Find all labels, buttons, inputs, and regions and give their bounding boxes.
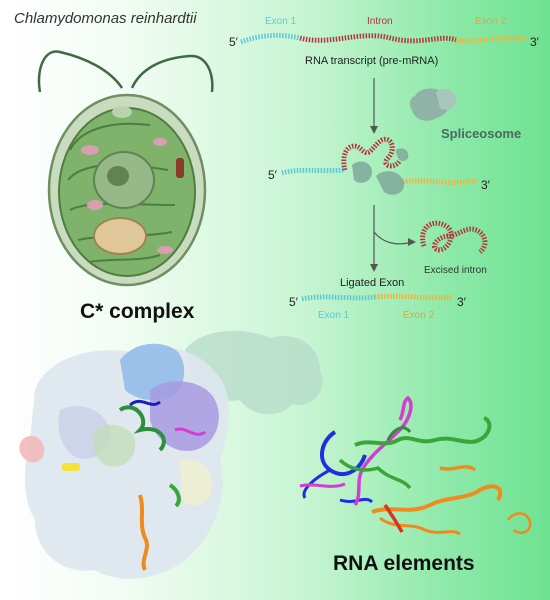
rna-element-red	[383, 503, 404, 533]
basal-body	[112, 106, 132, 118]
rna-green-core	[118, 405, 166, 452]
spliceosome-label: Spliceosome	[441, 126, 522, 141]
rna-elements-structure	[299, 395, 532, 536]
exon2-segment-mid	[399, 177, 479, 185]
rna-element-orange-1	[371, 484, 503, 514]
complex-subunit-green	[92, 424, 136, 467]
rna-element-magenta-2	[299, 482, 346, 488]
five-prime-top: 5′	[229, 35, 238, 49]
rna-elements-title: RNA elements	[333, 552, 475, 575]
rna-element-magenta-1	[353, 395, 413, 506]
five-prime-bottom: 5′	[289, 295, 298, 309]
mitochondrion-2	[153, 138, 167, 146]
arrowhead-1	[370, 126, 378, 134]
chlamydomonas-cell-illustration	[37, 50, 214, 287]
cstar-complex-structure	[19, 330, 323, 579]
complex-subunit-yellow	[62, 463, 80, 471]
transcript-label: RNA transcript (pre-mRNA)	[305, 55, 439, 67]
rna-element-orange-fragment	[506, 512, 532, 534]
pre-mrna-strand	[240, 32, 529, 45]
rna-element-orange-3	[379, 516, 461, 536]
exon1-label-top: Exon 1	[265, 16, 297, 27]
spliceosome-complex-mid	[281, 136, 479, 195]
three-prime-mid: 3′	[481, 178, 490, 192]
spliceosome-protein-2	[376, 171, 405, 195]
rna-orange-tail	[138, 494, 149, 571]
excised-intron-lariat	[420, 220, 488, 254]
five-prime-mid: 5′	[268, 168, 277, 182]
right-flagellum	[130, 54, 214, 93]
exon1-segment-mid	[281, 167, 346, 176]
left-flagellum	[37, 50, 124, 93]
spliceosome-protein-3	[396, 148, 409, 161]
spliceosome-protein-1	[352, 161, 372, 183]
complex-subunit-cream	[180, 459, 213, 506]
mitochondrion-3	[87, 200, 103, 210]
excised-intron-label: Excised intron	[424, 265, 487, 276]
rna-element-green-2	[338, 458, 412, 490]
intron-label-top: Intron	[367, 16, 393, 27]
intron-lariat-mid	[341, 136, 403, 171]
nucleolus	[107, 166, 129, 186]
ligated-exon-strand	[301, 293, 454, 302]
intron-segment-top	[299, 33, 457, 44]
exon2-segment-top	[455, 35, 529, 44]
exon2-segment-bottom	[374, 293, 454, 301]
exon2-label-top: Exon 2	[475, 16, 507, 27]
rna-blue-core	[129, 399, 161, 407]
ligated-exon-label: Ligated Exon	[340, 277, 405, 289]
exon2-label-bottom: Exon 2	[403, 310, 435, 321]
mitochondrion-4	[157, 246, 173, 254]
arrowhead-branch	[408, 238, 416, 246]
rna-element-blue-3	[339, 497, 374, 504]
exon1-label-bottom: Exon 1	[318, 310, 350, 321]
exon1-segment-bottom	[301, 294, 376, 302]
pyrenoid	[93, 217, 147, 255]
three-prime-bottom: 3′	[457, 295, 466, 309]
rna-green-tail	[168, 483, 181, 508]
rna-element-green-3	[386, 426, 412, 441]
complex-subunit-pink	[19, 435, 45, 463]
rna-element-orange-2	[439, 465, 477, 472]
mitochondrion-1	[81, 145, 99, 155]
rna-magenta-core	[174, 427, 206, 436]
cstar-complex-title: C* complex	[80, 300, 195, 323]
eyespot	[176, 158, 184, 178]
rna-element-green-1	[354, 416, 492, 447]
exon1-segment-top	[240, 32, 301, 45]
arrow-branch	[373, 231, 413, 245]
spliceosome-icon	[409, 88, 456, 121]
spliceosome-blob-2	[436, 89, 456, 110]
arrowhead-2	[370, 264, 378, 272]
species-name: Chlamydomonas reinhardtii	[14, 10, 197, 27]
three-prime-top: 3′	[530, 35, 539, 49]
